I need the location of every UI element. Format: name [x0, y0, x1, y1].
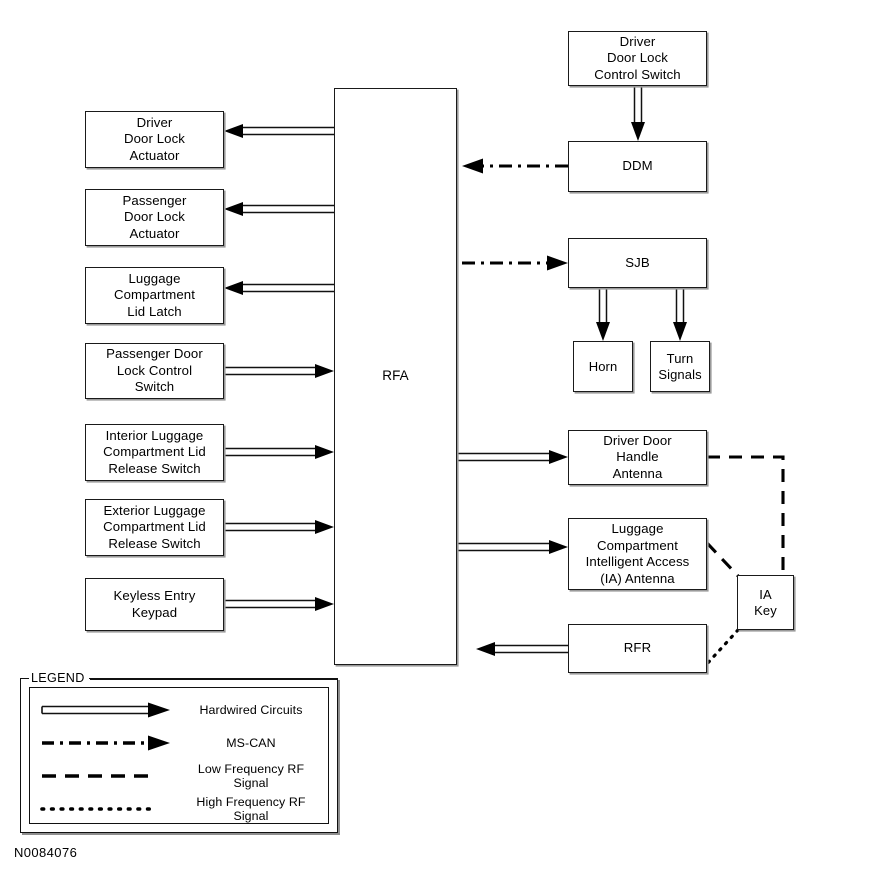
box-rfr[interactable]: RFR: [568, 624, 707, 673]
box-label: SJB: [625, 254, 650, 270]
rf-link-driver-door-handle-antenna-to-ia-key: [707, 455, 785, 575]
legend-symbol-low-frequency-rf: [30, 763, 180, 789]
box-label: Driver Door Lock Actuator: [123, 114, 185, 163]
reference-number: N0084076: [14, 845, 78, 860]
box-label: DDM: [622, 158, 653, 174]
box-label: Keyless Entry Keypad: [113, 588, 196, 620]
box-passenger-door-lock-control-switch[interactable]: Passenger Door Lock Control Switch: [85, 343, 224, 399]
box-interior-luggage-compartment-lid-release-switch[interactable]: Interior Luggage Compartment Lid Release…: [85, 424, 224, 481]
wire-rfa-to-luggage-compartment-lid-latch: [224, 281, 334, 295]
legend-symbol-ms-can: [30, 730, 180, 756]
wire-interior-luggage-release-switch-to-rfa: [224, 445, 334, 459]
box-passenger-door-lock-actuator[interactable]: Passenger Door Lock Actuator: [85, 189, 224, 246]
rf-link-ia-key-to-rfr: [704, 628, 740, 667]
wire-sjb-to-turn-signals: [673, 288, 687, 341]
box-label: IA Key: [754, 586, 777, 618]
wire-rfa-to-sjb-mscan: [462, 255, 568, 271]
legend-box: Hardwired Circuits MS-CAN Low Frequ: [20, 678, 338, 833]
wire-passenger-door-lock-control-switch-to-rfa: [224, 364, 334, 378]
box-label: Passenger Door Lock Control Switch: [106, 346, 203, 395]
legend-symbol-hardwired-circuits: [30, 697, 180, 723]
legend-inner-border: Hardwired Circuits MS-CAN Low Frequ: [29, 687, 329, 824]
legend-row-ms-can: MS-CAN: [30, 729, 328, 757]
wire-sjb-to-horn: [596, 288, 610, 341]
box-keyless-entry-keypad[interactable]: Keyless Entry Keypad: [85, 578, 224, 631]
rf-link-luggage-ia-antenna-to-ia-key: [705, 541, 742, 580]
wire-rfa-to-passenger-door-lock-actuator: [224, 202, 334, 216]
box-ddm[interactable]: DDM: [568, 141, 707, 192]
legend-row-high-frequency-rf: High Frequency RF Signal: [30, 795, 328, 823]
legend-row-low-frequency-rf: Low Frequency RF Signal: [30, 762, 328, 790]
wire-keyless-entry-keypad-to-rfa: [224, 597, 334, 611]
wire-rfa-to-luggage-compartment-ia-antenna: [457, 540, 568, 554]
box-sjb[interactable]: SJB: [568, 238, 707, 288]
legend-title-rule: [90, 679, 338, 680]
box-driver-door-lock-control-switch[interactable]: Driver Door Lock Control Switch: [568, 31, 707, 86]
box-label: Turn Signals: [658, 350, 702, 382]
box-label: Passenger Door Lock Actuator: [122, 192, 187, 241]
rfa-module[interactable]: RFA: [334, 88, 457, 665]
box-exterior-luggage-compartment-lid-release-switch[interactable]: Exterior Luggage Compartment Lid Release…: [85, 499, 224, 556]
legend-label: Hardwired Circuits: [199, 703, 303, 717]
legend-label: High Frequency RF Signal: [196, 795, 306, 823]
box-driver-door-handle-antenna[interactable]: Driver Door Handle Antenna: [568, 430, 707, 485]
box-label: Horn: [588, 358, 618, 374]
box-label: Luggage Compartment Lid Latch: [114, 270, 195, 319]
box-turn-signals[interactable]: Turn Signals: [650, 341, 710, 392]
legend-label: Low Frequency RF Signal: [197, 762, 305, 790]
box-horn[interactable]: Horn: [573, 341, 633, 392]
box-driver-door-lock-actuator[interactable]: Driver Door Lock Actuator: [85, 111, 224, 168]
wire-ddm-to-rfa-mscan: [462, 158, 568, 174]
box-label: RFR: [623, 640, 652, 656]
legend-symbol-high-frequency-rf: [30, 796, 180, 822]
box-label: Driver Door Handle Antenna: [603, 432, 672, 481]
box-label: Luggage Compartment Intelligent Access (…: [585, 521, 690, 586]
wire-driver-door-lock-control-switch-to-ddm: [631, 86, 645, 141]
rfa-label: RFA: [382, 368, 409, 384]
box-luggage-compartment-lid-latch[interactable]: Luggage Compartment Lid Latch: [85, 267, 224, 324]
box-luggage-compartment-ia-antenna[interactable]: Luggage Compartment Intelligent Access (…: [568, 518, 707, 590]
wire-rfa-to-driver-door-lock-actuator: [224, 124, 334, 138]
legend-label: MS-CAN: [226, 736, 276, 750]
box-label: Interior Luggage Compartment Lid Release…: [103, 427, 206, 476]
box-ia-key[interactable]: IA Key: [737, 575, 794, 630]
wire-rfr-to-rfa: [476, 642, 568, 656]
legend-title: LEGEND: [29, 671, 89, 685]
box-label: Exterior Luggage Compartment Lid Release…: [103, 502, 206, 551]
wire-rfa-to-driver-door-handle-antenna: [457, 450, 568, 464]
box-label: Driver Door Lock Control Switch: [594, 33, 681, 82]
wire-exterior-luggage-release-switch-to-rfa: [224, 520, 334, 534]
legend-row-hardwired-circuits: Hardwired Circuits: [30, 696, 328, 724]
